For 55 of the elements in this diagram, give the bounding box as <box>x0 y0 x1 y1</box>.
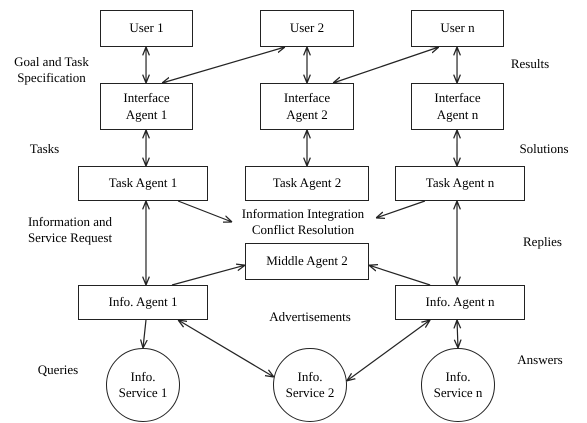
agent-box <box>78 285 208 320</box>
agent-box <box>260 10 354 47</box>
node-label: Info. Service 2 <box>284 368 336 402</box>
flow-label: Results <box>510 56 550 72</box>
arrow <box>375 200 426 219</box>
node-label: Info. Agent 1 <box>108 294 178 311</box>
agent-box <box>100 83 193 130</box>
arrow <box>161 46 286 84</box>
node-label: User 2 <box>290 20 324 37</box>
node-label: User 1 <box>129 20 164 37</box>
node-text: Information Integration Conflict Resolution <box>240 206 366 238</box>
node-label: Interface Agent 2 <box>282 90 332 123</box>
node-label: Info. Service 1 <box>118 368 168 402</box>
arrow <box>332 46 440 84</box>
node-label: Task Agent n <box>426 175 494 192</box>
arrow <box>453 319 462 349</box>
node-label: Interface Agent 1 <box>122 90 171 123</box>
flow-label: Tasks <box>28 141 60 158</box>
node-label: Info. Service n <box>432 368 484 402</box>
node-label: Task Agent 2 <box>272 175 342 192</box>
agent-box <box>411 10 504 47</box>
node-label: Task Agent 1 <box>108 175 178 192</box>
flow-label: Advertisements <box>268 309 352 326</box>
agent-box <box>100 10 193 47</box>
arrow <box>346 319 431 382</box>
arrow <box>177 319 274 378</box>
arrow <box>142 200 150 286</box>
arrow <box>142 46 150 84</box>
flow-label: Queries <box>36 362 80 378</box>
flow-label: Answers <box>516 352 564 368</box>
arrow <box>303 46 311 84</box>
agent-box <box>245 166 369 201</box>
node-label: Interface Agent n <box>433 90 482 123</box>
flow-label: Information and Service Request <box>26 214 114 246</box>
flow-label: Goal and Task Specification <box>13 54 90 86</box>
flow-label: Solutions <box>518 141 570 158</box>
arrow <box>172 264 246 286</box>
agent-box <box>78 166 208 201</box>
agent-box <box>260 83 354 130</box>
agent-box <box>395 166 525 201</box>
arrow <box>453 46 462 84</box>
node-label: Info. Agent n <box>426 294 494 311</box>
agent-box <box>245 243 369 280</box>
arrow <box>453 200 461 286</box>
arrow <box>178 200 233 223</box>
node-label: Middle Agent 2 <box>266 253 348 270</box>
arrow <box>140 320 148 349</box>
agent-box <box>411 83 504 130</box>
arrow <box>303 129 311 167</box>
agent-box <box>395 285 525 320</box>
arrow <box>368 264 430 286</box>
arrow <box>453 129 462 167</box>
flow-label: Replies <box>522 234 563 250</box>
arrow <box>142 129 150 167</box>
node-label: User n <box>440 20 475 37</box>
